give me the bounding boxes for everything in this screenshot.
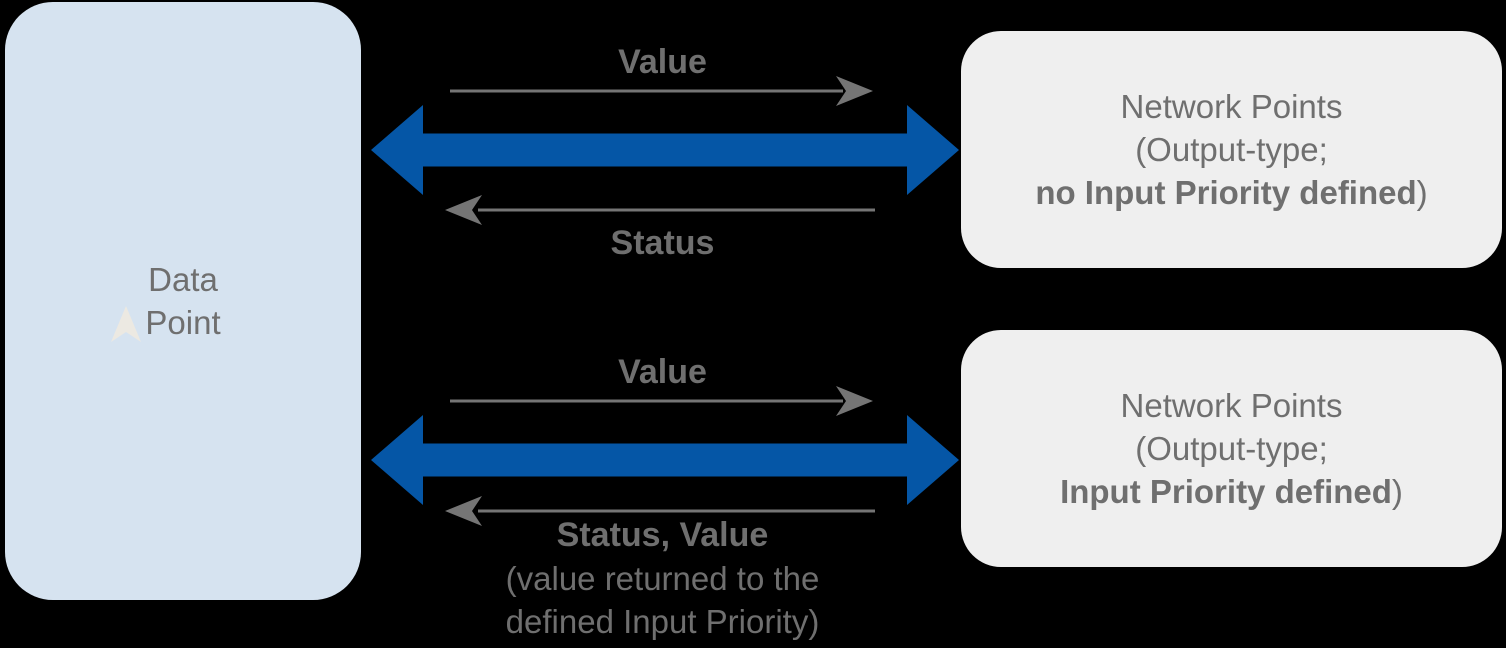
status-label-top: Status	[610, 224, 715, 262]
value-label-top: Value	[618, 43, 707, 81]
up-cursor-icon	[111, 306, 141, 342]
network-points-line3: Input Priority defined)	[1060, 470, 1403, 513]
network-points-line3-bold: Input Priority defined	[1060, 473, 1392, 510]
value-label-bottom: Value	[618, 353, 707, 391]
status-arrow-bottom	[445, 496, 875, 526]
network-points-priority-label: Network Points (Output-type; Input Prior…	[1060, 384, 1403, 513]
network-points-line3-suffix: )	[1416, 174, 1428, 211]
network-points-line2: (Output-type;	[1135, 131, 1328, 168]
data-point-label-line2: Point	[145, 304, 221, 341]
network-points-box-priority-defined: Network Points (Output-type; Input Prior…	[961, 330, 1502, 567]
value-arrow-top	[450, 76, 873, 106]
network-points-line1: Network Points	[1120, 88, 1343, 125]
status-note-line1: (value returned to the	[505, 560, 820, 597]
network-points-box-no-priority: Network Points (Output-type; no Input Pr…	[961, 31, 1502, 268]
status-arrow-top	[445, 195, 875, 225]
data-point-label: Data Point	[145, 258, 220, 344]
status-value-label-bottom: Status, Value	[556, 516, 769, 554]
network-points-line1: Network Points	[1120, 387, 1343, 424]
network-points-line3-bold: no Input Priority defined	[1035, 174, 1417, 211]
network-points-no-priority-label: Network Points (Output-type; no Input Pr…	[1035, 85, 1427, 214]
network-points-line2: (Output-type;	[1135, 430, 1328, 467]
status-note-line2: defined Input Priority)	[505, 603, 820, 640]
network-points-line3-suffix: )	[1391, 473, 1403, 510]
blue-double-arrow-bottom	[371, 415, 959, 505]
data-point-label-line1: Data	[148, 261, 218, 298]
network-points-line3: no Input Priority defined)	[1035, 171, 1427, 214]
blue-double-arrow-top	[371, 105, 959, 195]
data-point-box: Data Point	[5, 2, 361, 600]
value-arrow-bottom	[450, 386, 873, 416]
